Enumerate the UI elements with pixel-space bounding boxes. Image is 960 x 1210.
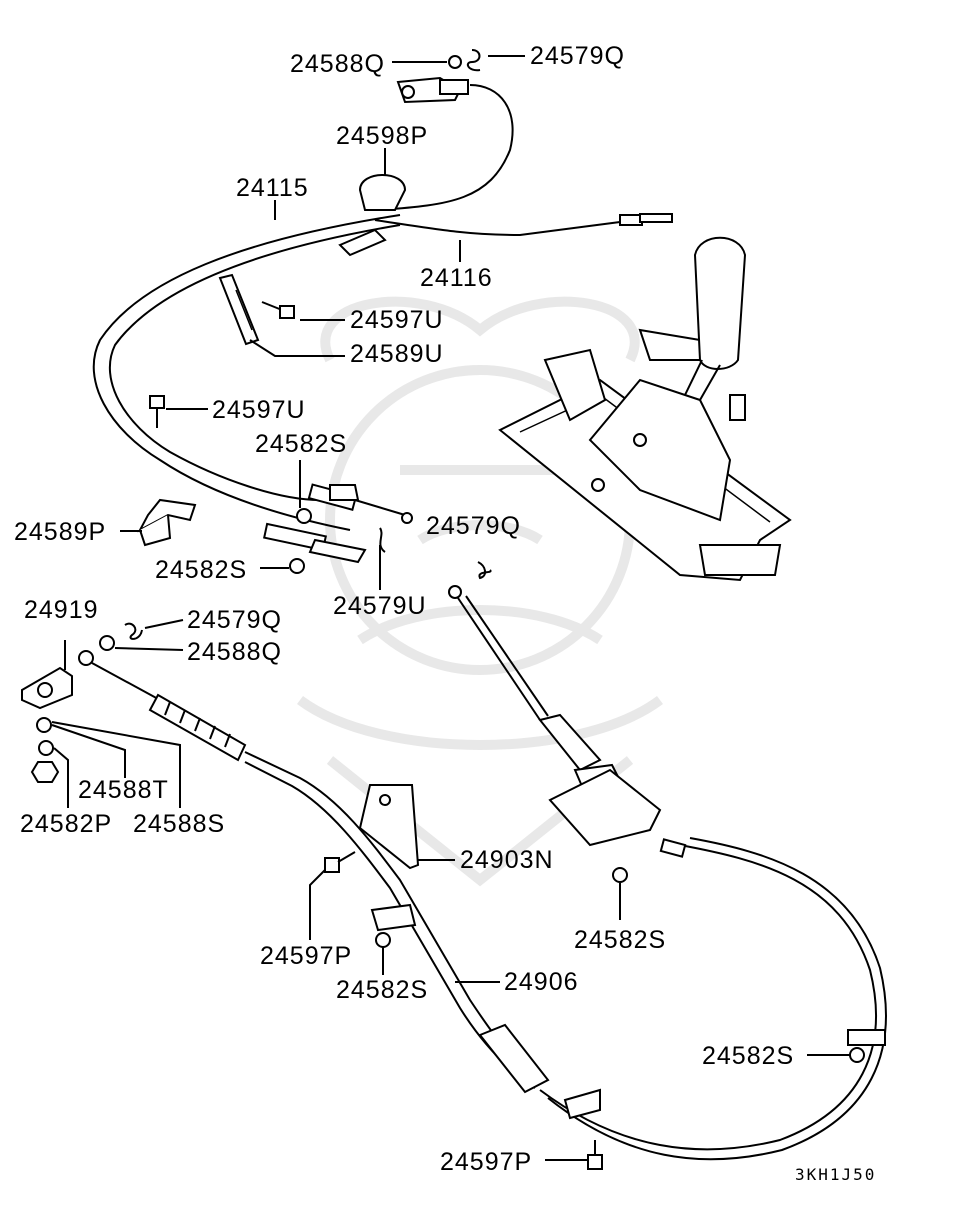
bolt-24597P-upper <box>324 851 356 873</box>
shift-rod <box>448 585 662 883</box>
part-labels: 24588Q 24579Q 24598P 24115 24116 24597U … <box>14 42 876 1184</box>
label-24588T: 24588T <box>78 776 169 804</box>
bracket-24919 <box>21 666 73 710</box>
label-24588Q-lower: 24588Q <box>187 638 282 666</box>
label-24582S-right: 24582S <box>574 926 666 954</box>
upper-cable-assembly <box>92 76 673 564</box>
nut-24582S-mid <box>289 558 305 574</box>
nut-24582S-upper <box>296 508 312 524</box>
washer-24588Q-lower <box>99 635 115 651</box>
label-24598P: 24598P <box>336 122 428 150</box>
nut-24582S-lower-right <box>849 1047 865 1063</box>
nut-24582P <box>30 761 60 783</box>
label-24588S: 24588S <box>133 810 225 838</box>
label-24597U-upper: 24597U <box>350 306 444 334</box>
bracket-24589P <box>137 498 197 547</box>
label-24582S-upper: 24582S <box>255 430 347 458</box>
cable-24906 <box>78 650 887 1161</box>
label-24903N: 24903N <box>460 846 554 874</box>
leader-lines <box>51 55 850 1161</box>
label-24579Q-top: 24579Q <box>530 42 625 70</box>
bolt-24597U-upper <box>261 301 295 319</box>
clip-24579Q-mid <box>477 561 492 580</box>
drawing-code: 3KH1J50 <box>795 1165 876 1184</box>
bracket-24589U <box>218 273 260 346</box>
bolt-24597P-lower <box>587 1140 603 1170</box>
label-24115: 24115 <box>236 174 309 202</box>
label-24597P-lower: 24597P <box>440 1148 532 1176</box>
clip-24579Q-lower <box>124 622 143 640</box>
clip-24579U <box>379 527 386 553</box>
washer-24588Q-top <box>448 55 462 69</box>
label-24579Q-lower: 24579Q <box>187 606 282 634</box>
label-24579U: 24579U <box>333 592 427 620</box>
nut-24582S-lower-left <box>375 932 391 948</box>
label-24597U-lower: 24597U <box>212 396 306 424</box>
label-24597P-upper: 24597P <box>260 942 352 970</box>
clip-24579Q-top <box>466 49 481 72</box>
label-24582S-lower: 24582S <box>336 976 428 1004</box>
shift-lever-assembly <box>498 236 792 582</box>
label-24582P: 24582P <box>20 810 112 838</box>
label-24589U: 24589U <box>350 340 444 368</box>
label-24582S-far-right: 24582S <box>702 1042 794 1070</box>
washer-24588T <box>36 717 52 733</box>
label-24582S-mid: 24582S <box>155 556 247 584</box>
label-24589P: 24589P <box>14 518 106 546</box>
label-24588Q-top: 24588Q <box>290 50 385 78</box>
bracket-24903N <box>358 784 420 870</box>
clamp-24906 <box>370 903 417 932</box>
bolt-24597U-lower <box>149 395 165 428</box>
label-24906: 24906 <box>504 968 579 996</box>
label-24579Q-mid: 24579Q <box>426 512 521 540</box>
label-24116: 24116 <box>420 264 493 292</box>
washer-24588S <box>38 740 54 756</box>
label-24919: 24919 <box>24 596 99 624</box>
